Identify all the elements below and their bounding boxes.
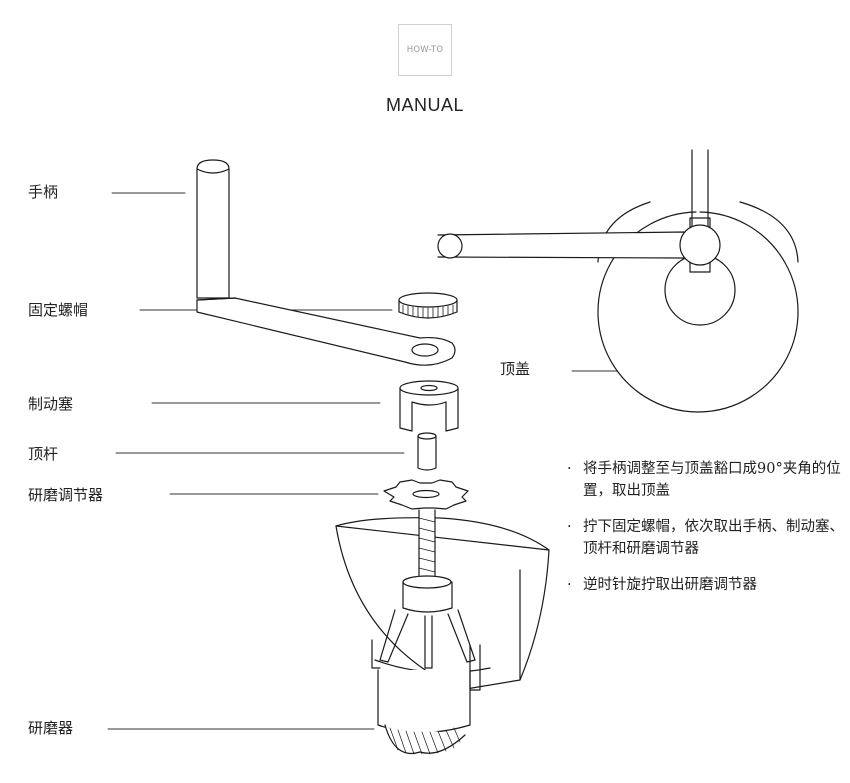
page-title: MANUAL bbox=[385, 95, 464, 115]
label-top-cover: 顶盖 bbox=[500, 360, 531, 378]
top-rod-part bbox=[417, 432, 437, 471]
leader-lines bbox=[107, 192, 641, 730]
handle-part bbox=[196, 159, 456, 366]
step-item: ·将手柄调整至与顶盖豁口成90°夹角的位置，取出顶盖 bbox=[567, 461, 841, 499]
brake-plug-part bbox=[399, 380, 459, 432]
label-handle: 手柄 bbox=[28, 183, 59, 201]
label-top-rod: 顶杆 bbox=[28, 445, 59, 463]
step-item: ·逆时针旋拧取出研磨调节器 bbox=[567, 577, 757, 593]
top-cover-part bbox=[437, 149, 799, 413]
instruction-steps: ·将手柄调整至与顶盖豁口成90°夹角的位置，取出顶盖 ·拧下固定螺帽，依次取出手… bbox=[563, 458, 848, 610]
cap-nut-part bbox=[398, 292, 458, 319]
step-item: ·拧下固定螺帽，依次取出手柄、制动塞、顶杆和研磨调节器 bbox=[567, 519, 844, 557]
grind-adjuster-part bbox=[383, 479, 469, 510]
label-grinder: 研磨器 bbox=[28, 719, 74, 737]
how-to-badge: HOW-TO bbox=[398, 24, 452, 76]
label-brake-plug: 制动塞 bbox=[28, 395, 74, 413]
label-cap-nut: 固定螺帽 bbox=[28, 301, 89, 319]
label-grind-adjuster: 研磨调节器 bbox=[28, 486, 104, 504]
grinder-part bbox=[335, 509, 550, 755]
